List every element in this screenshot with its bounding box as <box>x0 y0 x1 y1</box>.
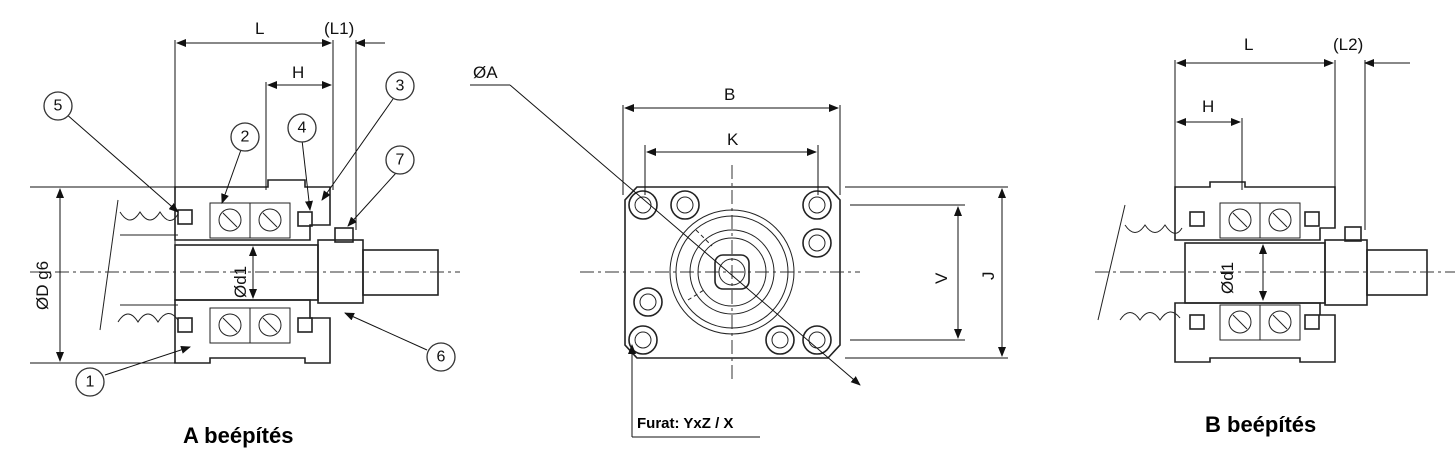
svg-text:5: 5 <box>54 98 63 115</box>
dim-label-l1-a: (L1) <box>324 19 354 38</box>
callout-7: 7 <box>385 145 415 175</box>
collar-bottom-a <box>297 317 313 333</box>
callout-6: 6 <box>426 342 456 372</box>
callout-1: 1 <box>75 367 105 397</box>
dim-label-l-a: L <box>255 19 264 38</box>
screw-shaft-a <box>99 199 179 331</box>
dim-label-b: B <box>724 85 735 104</box>
view-a: L (L1) H ØD g6 Ød1 5 2 4 3 7 6 1 <box>30 19 460 397</box>
hole-note: Furat: YxZ / X <box>637 415 734 432</box>
caption-a: A beépítés <box>183 423 294 448</box>
svg-text:2: 2 <box>241 129 250 146</box>
callout-3: 3 <box>385 71 415 101</box>
svg-text:6: 6 <box>437 349 446 366</box>
bearing-pair-top-a <box>209 202 291 239</box>
svg-text:3: 3 <box>396 78 405 95</box>
seal-top-a <box>177 209 193 225</box>
dim-label-a: ØA <box>473 63 498 82</box>
dim-label-k: K <box>727 130 739 149</box>
callout-4: 4 <box>287 113 317 143</box>
svg-text:4: 4 <box>298 120 307 137</box>
dim-label-l-b: L <box>1244 35 1253 54</box>
dim-label-h-b: H <box>1202 97 1214 116</box>
seal-bottom-a <box>177 317 193 333</box>
dim-label-j: J <box>979 272 998 281</box>
collar-top-a <box>297 211 313 227</box>
bolt-holes <box>628 190 832 355</box>
view-b: L (L2) H Ød1 <box>1095 35 1455 363</box>
bearing-pair-top-b <box>1219 202 1301 239</box>
view-front: ØA B K V J <box>470 63 1008 438</box>
bearing-pair-bottom-a <box>209 307 291 344</box>
callout-2: 2 <box>230 122 260 152</box>
center-boss <box>669 209 795 335</box>
svg-text:1: 1 <box>86 374 95 391</box>
dim-label-l2-b: (L2) <box>1333 35 1363 54</box>
svg-text:7: 7 <box>396 152 405 169</box>
dim-label-d1-a: Ød1 <box>231 266 250 298</box>
dim-label-h-a: H <box>292 63 304 82</box>
bearing-pair-bottom-b <box>1219 304 1301 341</box>
screw-shaft-b <box>1097 204 1183 321</box>
dim-label-v: V <box>932 272 951 284</box>
caption-b: B beépítés <box>1205 412 1317 437</box>
callout-5: 5 <box>43 91 73 121</box>
dim-label-d1-b: Ød1 <box>1218 262 1237 294</box>
dim-label-d-a: ØD g6 <box>33 261 52 310</box>
